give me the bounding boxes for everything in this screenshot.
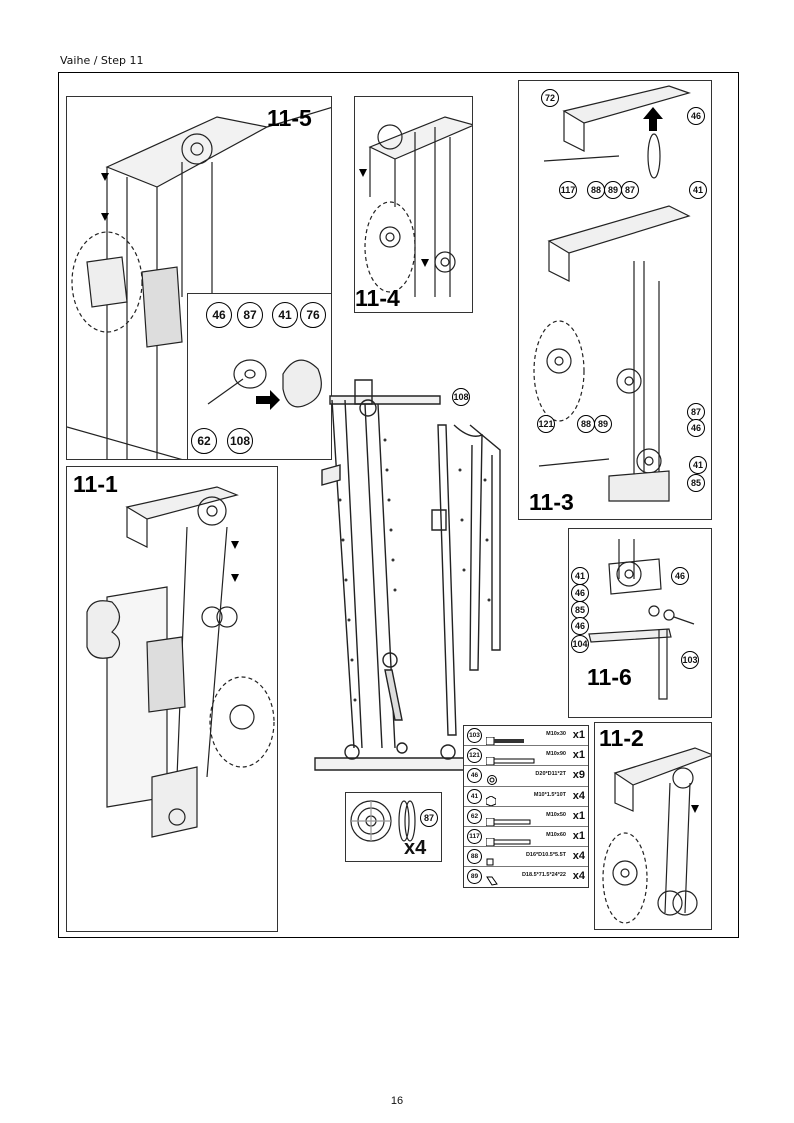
callout-62: 62 xyxy=(191,428,217,454)
callout-41: 41 xyxy=(689,456,707,474)
panel-label: 11-6 xyxy=(587,664,632,690)
part-number: 117 xyxy=(467,828,482,844)
callout-46: 46 xyxy=(687,419,705,437)
panel-11-1: 11-1 xyxy=(66,466,278,932)
step-header: Vaihe / Step 11 xyxy=(60,54,144,67)
part-quantity: x4 xyxy=(572,850,585,863)
parts-row: 46 D20*D11*2T x9 xyxy=(464,766,588,787)
callout-85: 85 xyxy=(687,474,705,492)
callout-46: 46 xyxy=(206,302,232,328)
callout-72: 72 xyxy=(541,89,559,107)
part-spec: M10x60 xyxy=(546,831,566,838)
page-number: 16 xyxy=(390,1095,404,1107)
parts-row: 121 M10x90 x1 xyxy=(464,746,588,767)
part-number: 89 xyxy=(467,869,482,885)
callout-41: 41 xyxy=(689,181,707,199)
part-spec: M10x30 xyxy=(546,731,566,737)
callout-108: 108 xyxy=(452,388,470,406)
part-quantity: x9 xyxy=(572,769,585,782)
part-number: 88 xyxy=(467,849,482,865)
part-spec: D16*D10.5*5.5T xyxy=(525,852,566,859)
quantity-label: x4 xyxy=(404,837,427,859)
panel-label: 11-5 xyxy=(267,105,312,131)
callout-103: 103 xyxy=(681,651,699,669)
panel-11-2: 11-2 xyxy=(594,722,712,930)
callout-46: 46 xyxy=(687,107,705,125)
diagram-11-6 xyxy=(588,539,695,700)
callout-104: 104 xyxy=(571,635,589,653)
part-quantity: x1 xyxy=(572,749,585,762)
diagram-11-2 xyxy=(602,747,711,924)
parts-row: 41 M10*1.5*10T x4 xyxy=(464,787,588,807)
panel-11-4: 11-4 xyxy=(354,96,473,313)
callout-121: 121 xyxy=(537,415,555,433)
part-spec: D18.5*71.5*24*22 xyxy=(521,872,566,879)
parts-row: 88 D16*D10.5*5.5T x4 xyxy=(464,847,588,868)
panel-11-6: 41 46 85 46 104 46 103 11-6 xyxy=(568,528,712,718)
panel-label: 11-4 xyxy=(355,285,400,311)
callout-117: 117 xyxy=(559,181,577,199)
pulley-icon xyxy=(350,800,416,842)
part-quantity: x1 xyxy=(572,829,585,842)
callout-41: 41 xyxy=(272,302,298,328)
diagram-11-5 xyxy=(67,106,331,459)
spacer-icon xyxy=(486,853,494,871)
part-spec: M10*1.5*10T xyxy=(533,791,566,798)
diagram-11-1 xyxy=(86,486,275,838)
part-number: 121 xyxy=(467,748,482,764)
panel-label: 11-1 xyxy=(73,471,118,497)
bolt-m10x60-icon xyxy=(485,833,532,851)
diagram-11-4 xyxy=(359,116,472,297)
diagram-11-3 xyxy=(533,85,691,502)
washer-icon xyxy=(486,772,498,790)
instruction-frame xyxy=(58,72,739,938)
part-number: 41 xyxy=(467,788,482,804)
bracket-icon xyxy=(486,873,498,891)
parts-row: 103 M10x30 x1 xyxy=(464,726,588,747)
parts-row: 62 M10x50 x1 xyxy=(464,807,588,827)
callout-76: 76 xyxy=(300,302,326,328)
part-quantity: x1 xyxy=(572,809,585,822)
callout-46: 46 xyxy=(571,584,589,602)
panel-11-5: 11-5 46 87 41 76 62 108 xyxy=(66,96,332,460)
part-quantity: x1 xyxy=(572,729,585,741)
callout-88: 88 xyxy=(577,415,595,433)
parts-row: 89 D18.5*71.5*24*22 x4 xyxy=(464,867,588,887)
part-number: 46 xyxy=(467,768,482,784)
part-quantity: x4 xyxy=(572,870,585,883)
parts-row: 117 M10x60 x1 xyxy=(464,827,588,848)
callout-88: 88 xyxy=(587,181,605,199)
callout-87: 87 xyxy=(237,302,263,328)
part-number: 103 xyxy=(467,728,482,743)
panel-label: 11-2 xyxy=(599,725,644,751)
callout-108: 108 xyxy=(227,428,253,454)
callout-41: 41 xyxy=(571,567,589,585)
part-number: 62 xyxy=(467,808,482,824)
bolt-m10x30-icon xyxy=(485,732,526,750)
part-quantity: x4 xyxy=(572,789,585,802)
callout-89: 89 xyxy=(604,181,622,199)
callout-89: 89 xyxy=(594,415,612,433)
panel-label: 11-3 xyxy=(529,489,574,515)
callout-87: 87 xyxy=(621,181,639,199)
callout-46: 46 xyxy=(671,567,689,585)
part-spec: M10x50 xyxy=(546,811,566,818)
callout-46: 46 xyxy=(571,617,589,635)
pulley-parts-box: 87 x4 xyxy=(345,792,442,862)
bolt-m10x50-icon xyxy=(485,813,532,831)
bolt-m10x90-icon xyxy=(485,752,536,770)
part-spec: M10x90 xyxy=(546,751,566,758)
panel-11-3: 72 46 117 88 89 87 41 121 88 89 87 46 41… xyxy=(518,80,712,520)
callout-87: 87 xyxy=(420,809,438,827)
part-spec: D20*D11*2T xyxy=(535,771,566,778)
